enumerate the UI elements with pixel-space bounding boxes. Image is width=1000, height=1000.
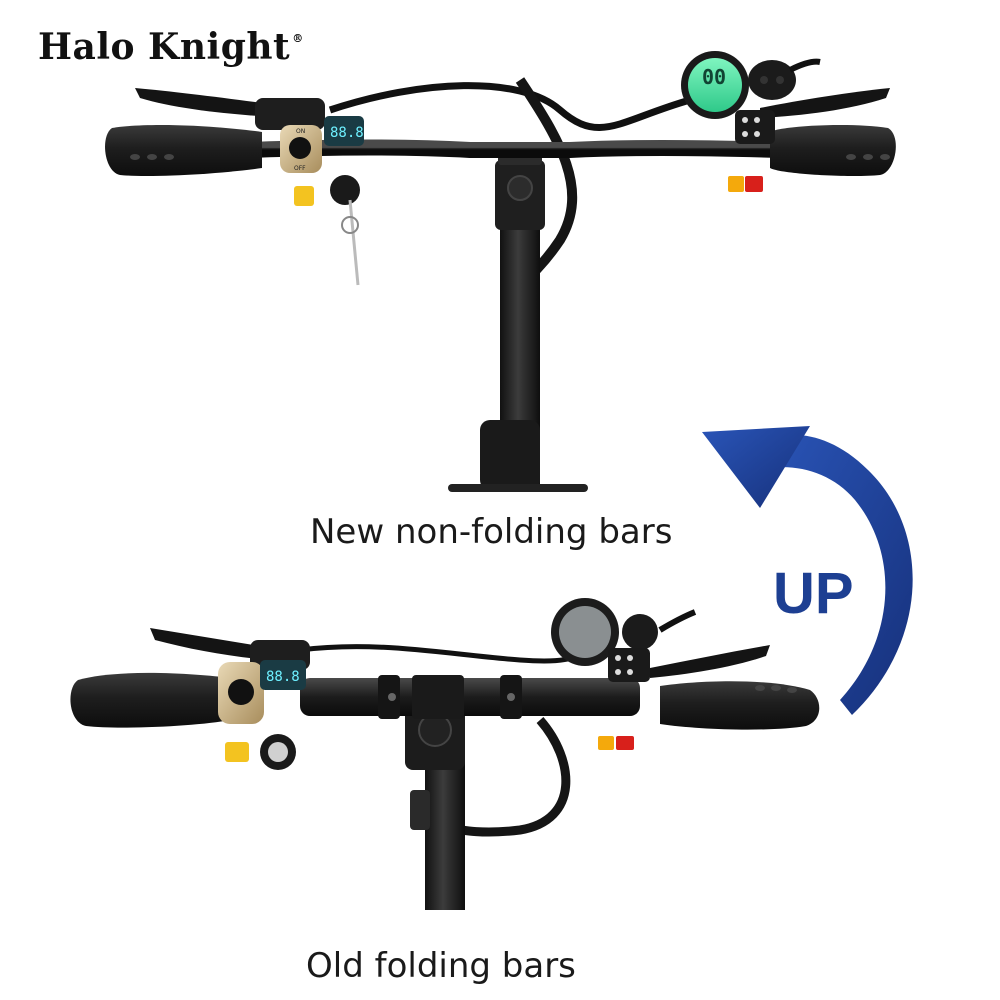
old-crossbar: [300, 678, 640, 716]
old-key-cylinder: [268, 742, 288, 762]
old-horn-button: [225, 742, 249, 762]
old-throttle-thumb: [658, 609, 697, 633]
stem-cap: [507, 175, 533, 201]
old-right-brake-lever: [650, 645, 770, 678]
left-lever-mount: [255, 98, 325, 130]
new-crossbar: [242, 139, 788, 158]
throttle-display: [324, 116, 364, 146]
left-grip: [105, 125, 262, 177]
left-grip-vents: [130, 154, 174, 160]
ignition-knob: [289, 137, 311, 159]
key-ring: [341, 216, 359, 234]
new-handlebar-assembly: ON OFF 88.8 00: [105, 51, 896, 492]
arrow-body: [760, 434, 913, 715]
old-handlebar-assembly: 88.8: [70, 598, 820, 910]
old-display-buttons-pod: [622, 614, 658, 650]
brand-logo: Halo Knight®: [38, 26, 304, 68]
stem-foot: [448, 484, 588, 492]
old-turn-signal-button: [598, 736, 614, 750]
up-arrow: [702, 426, 913, 715]
up-label: UP: [773, 561, 854, 626]
stem-base: [480, 420, 540, 490]
brand-name: Halo Knight: [38, 26, 291, 68]
right-brake-lever: [760, 88, 890, 118]
new-bars-caption: New non-folding bars: [310, 512, 673, 552]
mode-button-block: [735, 110, 775, 144]
old-left-grip: [70, 672, 230, 728]
registered-mark: ®: [292, 32, 304, 45]
old-throttle-display-readout: 88.8: [266, 669, 300, 685]
right-grip: [770, 125, 896, 177]
lcd-speed-readout: 00: [702, 65, 726, 89]
old-right-grip: [660, 681, 820, 730]
old-throttle-display: [260, 660, 306, 690]
old-ignition-knob: [228, 679, 254, 705]
folding-latch: [410, 790, 430, 830]
light-button: [745, 176, 763, 192]
old-lcd-screen: [559, 606, 611, 658]
display-buttons-pod: [748, 60, 796, 100]
ignition-key: [348, 199, 360, 286]
right-grip-vents: [846, 154, 890, 160]
brake-cable: [328, 82, 691, 131]
arrow-head: [702, 426, 810, 508]
throttle-thumb: [788, 58, 821, 73]
horn-button: [294, 186, 314, 206]
switch-on-label: ON: [296, 128, 305, 135]
old-bar-clamp: [412, 675, 464, 719]
turn-signal-button: [728, 176, 744, 192]
old-mode-button-block: [608, 648, 650, 682]
old-light-button: [616, 736, 634, 750]
switch-off-label: OFF: [294, 165, 306, 172]
throttle-display-readout: 88.8: [330, 125, 364, 141]
lcd-screen: [688, 58, 742, 112]
old-bars-caption: Old folding bars: [306, 946, 576, 986]
key-barrel: [330, 175, 360, 205]
